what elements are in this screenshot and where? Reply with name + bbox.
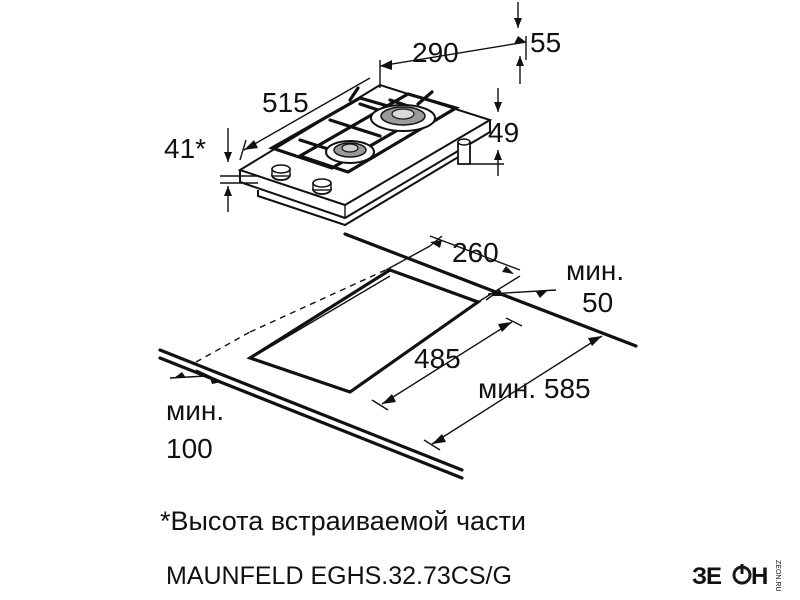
label-290: 290 [412,37,459,68]
hob-body [257,149,471,227]
dimension-depth-top: 515 [239,77,371,161]
label-55: 55 [530,27,561,58]
control-knob-2 [312,178,332,195]
power-icon [732,564,752,585]
label-49: 49 [488,117,519,148]
brand-logo: ЗЕ Н ZEON.RU [692,560,781,592]
dimension-back-clearance: мин. 50 [485,255,624,318]
label-260: 260 [452,237,499,268]
brand-mark: ЗЕ [692,563,722,590]
brand-side-text: ZEON.RU [774,560,781,592]
dimension-cutout-width: 260 [385,235,521,303]
model-caption: MAUNFELD EGHS.32.73CS/G [166,562,512,590]
label-min-back: мин. [566,255,624,286]
label-min-585: мин. 585 [478,373,591,404]
label-515: 515 [262,87,309,118]
dimension-front-clearance: мин. 100 [166,369,224,464]
gas-connector [457,138,471,165]
label-41: 41* [164,133,206,164]
dimension-width-top: 290 [379,36,527,88]
dimension-height-below: 41* [164,128,258,212]
dimension-cutout-depth: 485 [371,317,523,411]
label-50: 50 [582,287,613,318]
dimension-worktop-depth: мин. 585 [423,335,603,451]
burner-small [325,140,375,164]
control-knob-1 [271,164,291,181]
hob-drawing [237,83,493,227]
dimension-offset-top: 55 [514,2,561,84]
burner-large [370,104,436,132]
footnote-caption: *Высота встраиваемой части [160,506,526,536]
label-min-front: мин. [166,395,224,426]
brand-mark-end: Н [751,563,768,590]
label-485: 485 [414,343,461,374]
dimension-height-above: 49 [470,88,519,176]
countertop [158,232,638,480]
label-100: 100 [166,433,213,464]
